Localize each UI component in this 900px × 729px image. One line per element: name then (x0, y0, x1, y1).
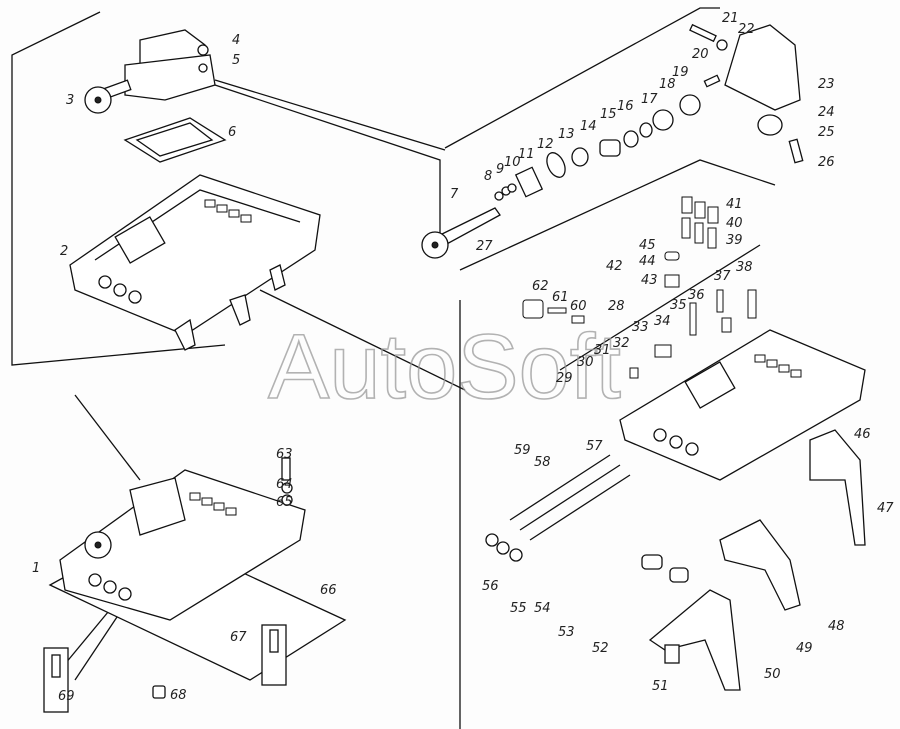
part-label-9: 9 (496, 162, 504, 177)
watermark: AutoSoft (268, 316, 621, 418)
part-label-53: 53 (558, 625, 575, 640)
part-label-32: 32 (613, 336, 630, 351)
part-label-68: 68 (170, 688, 187, 703)
part-label-12: 12 (537, 137, 554, 152)
part-label-51: 51 (652, 679, 669, 694)
part-label-40: 40 (726, 216, 743, 231)
part-label-60: 60 (570, 299, 587, 314)
part-label-69: 69 (58, 689, 75, 704)
part-label-2: 2 (60, 244, 68, 259)
part-label-54: 54 (534, 601, 551, 616)
part-label-19: 19 (672, 65, 689, 80)
part-label-4: 4 (232, 33, 240, 48)
part-label-15: 15 (600, 107, 617, 122)
part-label-25: 25 (818, 125, 835, 140)
part-label-24: 24 (818, 105, 835, 120)
part-label-55: 55 (510, 601, 527, 616)
part-label-44: 44 (639, 254, 656, 269)
part-label-63: 63 (276, 447, 293, 462)
part-label-34: 34 (654, 314, 671, 329)
part-label-17: 17 (641, 92, 658, 107)
part-label-6: 6 (228, 125, 236, 140)
part-label-26: 26 (818, 155, 835, 170)
part-label-14: 14 (580, 119, 597, 134)
part-label-43: 43 (641, 273, 658, 288)
part-label-35: 35 (670, 298, 687, 313)
part-label-16: 16 (617, 99, 634, 114)
part-label-18: 18 (659, 77, 676, 92)
shift-rods-and-forks (485, 429, 866, 691)
part-label-37: 37 (714, 269, 731, 284)
part-label-57: 57 (586, 439, 603, 454)
part-label-45: 45 (639, 238, 656, 253)
gearbox-cover-assembled (43, 457, 347, 713)
part-label-7: 7 (450, 187, 459, 202)
part-label-52: 52 (592, 641, 609, 656)
part-label-42: 42 (606, 259, 623, 274)
part-label-33: 33 (632, 320, 649, 335)
part-label-29: 29 (556, 371, 573, 386)
part-label-23: 23 (818, 77, 835, 92)
part-label-58: 58 (534, 455, 551, 470)
part-label-67: 67 (230, 630, 247, 645)
part-label-22: 22 (738, 22, 755, 37)
part-label-3: 3 (66, 93, 74, 108)
part-label-62: 62 (532, 279, 549, 294)
part-label-66: 66 (320, 583, 337, 598)
shift-cover-housing-top (84, 29, 227, 163)
part-label-36: 36 (688, 288, 705, 303)
part-label-46: 46 (854, 427, 871, 442)
part-label-41: 41 (726, 197, 743, 212)
part-label-64: 64 (276, 477, 293, 492)
part-label-20: 20 (692, 47, 709, 62)
part-label-31: 31 (594, 343, 611, 358)
gearbox-cover-right (522, 196, 866, 481)
part-label-59: 59 (514, 443, 531, 458)
part-label-13: 13 (558, 127, 575, 142)
part-label-50: 50 (764, 667, 781, 682)
part-label-28: 28 (608, 299, 625, 314)
part-label-48: 48 (828, 619, 845, 634)
part-label-1: 1 (32, 561, 40, 576)
part-label-39: 39 (726, 233, 743, 248)
part-label-11: 11 (518, 147, 535, 162)
part-label-47: 47 (877, 501, 894, 516)
part-label-38: 38 (736, 260, 753, 275)
part-label-10: 10 (504, 155, 521, 170)
part-label-8: 8 (484, 169, 492, 184)
gearbox-cover-upper (69, 174, 321, 351)
part-label-49: 49 (796, 641, 813, 656)
part-label-30: 30 (577, 355, 594, 370)
part-label-65: 65 (276, 495, 293, 510)
shaft-and-seals (421, 23, 804, 259)
part-label-61: 61 (552, 290, 569, 305)
part-label-56: 56 (482, 579, 499, 594)
part-label-5: 5 (232, 53, 240, 68)
part-label-21: 21 (722, 11, 739, 26)
part-label-27: 27 (476, 239, 493, 254)
